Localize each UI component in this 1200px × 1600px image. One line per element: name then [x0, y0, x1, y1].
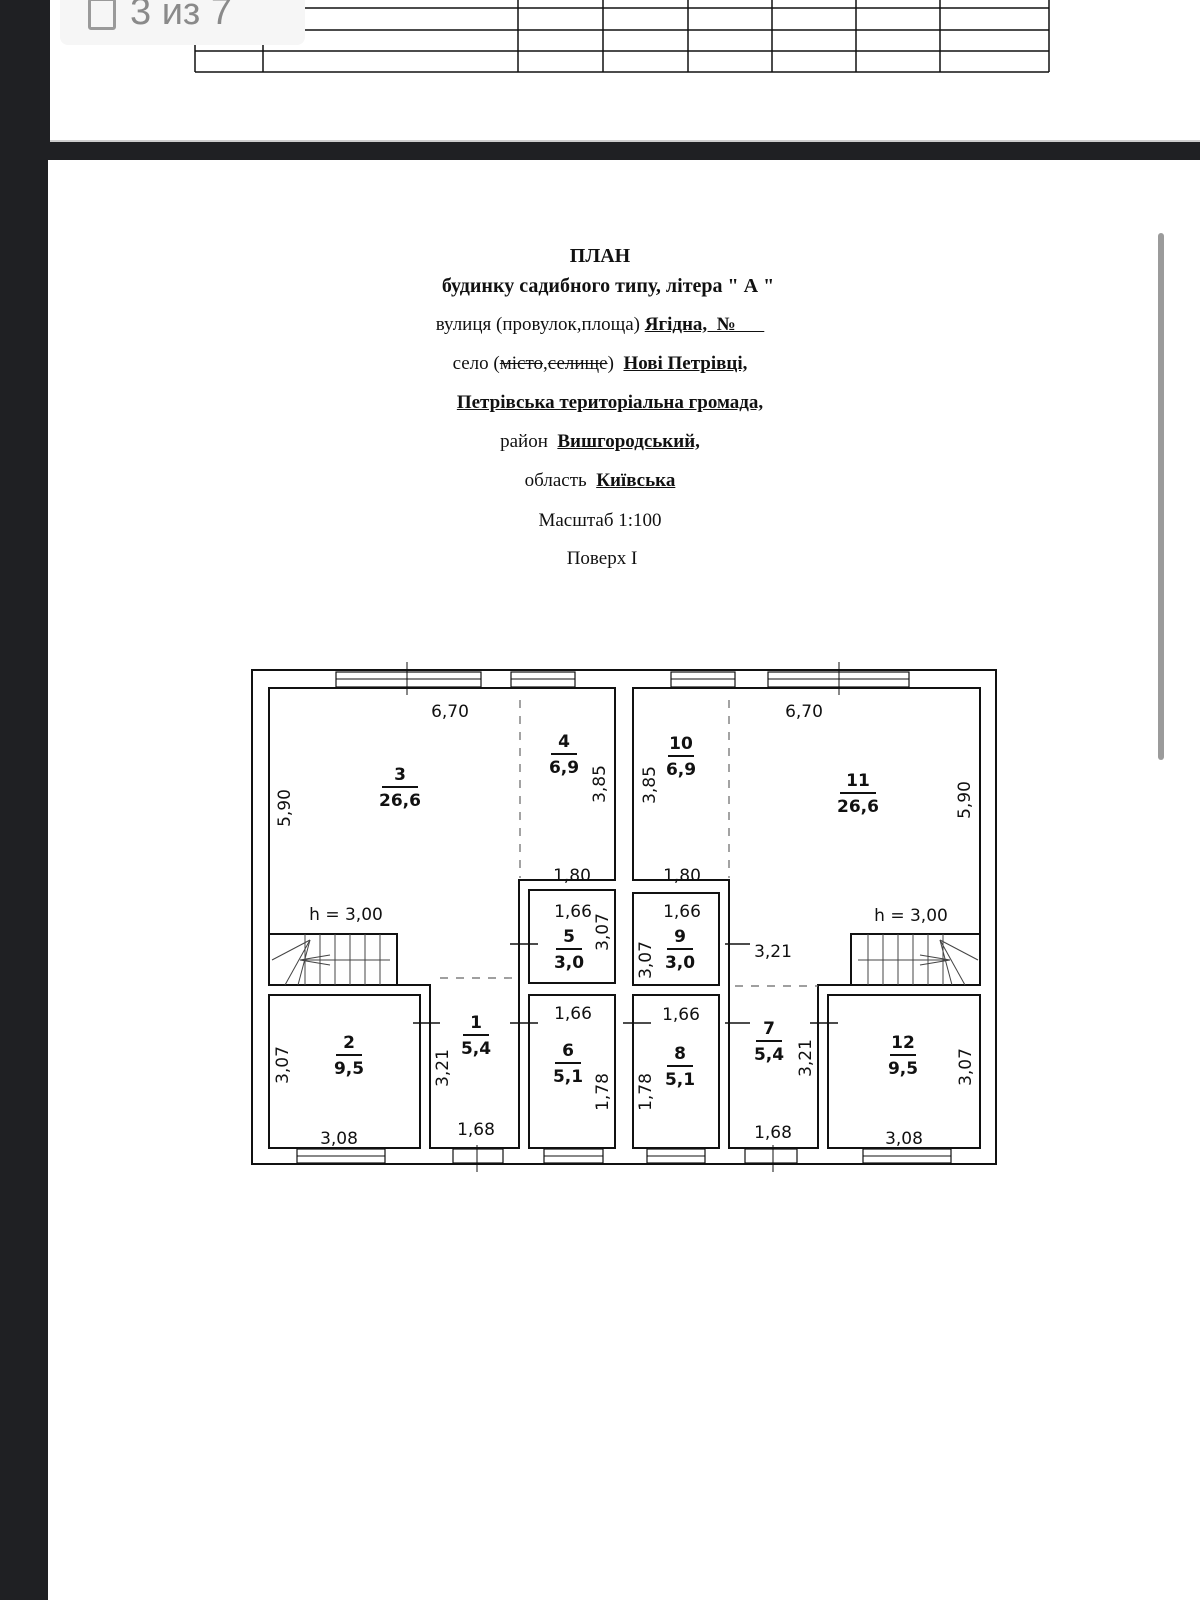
dimension-label: 3,21 [754, 942, 792, 962]
dimension-label: 6,70 [785, 702, 823, 722]
dimension-label: 3,08 [320, 1129, 358, 1149]
dimension-label: 3,85 [640, 766, 660, 804]
dimension-label: 1,66 [554, 1004, 592, 1024]
room-number: 5 [563, 927, 575, 947]
scrollbar[interactable] [1158, 233, 1164, 760]
room-area: 26,6 [837, 797, 879, 817]
room-label: 93,0 [665, 927, 695, 973]
room-label: 15,4 [461, 1013, 491, 1059]
dimension-label: 1,78 [593, 1073, 613, 1111]
page-counter[interactable]: 3 из 7 [60, 0, 305, 45]
window-glazing [297, 662, 951, 1172]
room-area: 5,4 [461, 1039, 491, 1059]
room-label: 65,1 [553, 1041, 583, 1087]
room-number: 6 [562, 1041, 574, 1061]
room-label: 106,9 [666, 734, 696, 780]
room-label: 85,1 [665, 1044, 695, 1090]
room-number: 3 [394, 765, 406, 785]
room-label: 75,4 [754, 1019, 784, 1065]
dimension-label: 3,07 [956, 1048, 976, 1086]
street-value: Ягідна, № [644, 314, 765, 335]
street-line: вулиця (провулок,площа) Ягідна, № [0, 314, 1200, 336]
room-area: 9,5 [334, 1059, 364, 1079]
strike-city: місто [499, 353, 544, 374]
walls [251, 669, 997, 1165]
stairs [271, 934, 979, 986]
room-number: 9 [674, 927, 686, 947]
dimension-label: 3,85 [590, 765, 610, 803]
dimension-label: 1,68 [457, 1120, 495, 1140]
room-label: 29,5 [334, 1033, 364, 1079]
doc-subtitle: будинку садибного типу, літера " А " [441, 275, 775, 297]
dimension-label: 5,90 [275, 789, 295, 827]
village-value: Нові Петрівці, [623, 353, 748, 374]
room-number: 8 [674, 1044, 686, 1064]
dimension-label: 1,80 [663, 866, 701, 886]
dimension-label: 1,66 [662, 1005, 700, 1025]
village-line: село (місто,селище) Нові Петрівці, [0, 353, 1200, 375]
room-area: 3,0 [554, 953, 584, 973]
dimension-label: 3,07 [273, 1046, 293, 1084]
doc-title: ПЛАН [569, 245, 631, 267]
village-close: ) [607, 353, 614, 374]
dimension-label: 3,07 [636, 941, 656, 979]
village-comma: , [543, 353, 548, 374]
previous-page-table [194, 0, 1050, 73]
room-dividers [440, 700, 818, 987]
room-number: 7 [763, 1019, 775, 1039]
room-number: 4 [558, 732, 570, 752]
dimension-label: 5,90 [955, 781, 975, 819]
room-area: 5,1 [553, 1067, 583, 1087]
windows [296, 671, 952, 1164]
room-number: 2 [343, 1033, 355, 1053]
district-line: район Вишгородський, [0, 431, 1200, 453]
district-value: Вишгородський, [557, 431, 700, 452]
room-area: 9,5 [888, 1059, 918, 1079]
dimension-label: 1,78 [636, 1073, 656, 1111]
room-area: 5,1 [665, 1070, 695, 1090]
region-value: Київська [596, 470, 676, 491]
region-line: область Київська [0, 470, 1200, 492]
dimension-label: 1,66 [663, 902, 701, 922]
document-page [48, 160, 1200, 1600]
dimension-label: 3,21 [433, 1049, 453, 1087]
room-number: 10 [669, 734, 693, 754]
dimension-label: h = 3,00 [874, 906, 948, 926]
region-label: область [524, 470, 587, 491]
room-number: 11 [846, 771, 870, 791]
community-value: Петрівська територіальна громада, [456, 392, 764, 413]
page-counter-text: 3 из 7 [130, 0, 233, 33]
room-area: 26,6 [379, 791, 421, 811]
street-label: вулиця (провулок,площа) [435, 314, 640, 335]
room-area: 6,9 [549, 758, 579, 778]
door-marks [413, 943, 838, 1024]
room-label: 129,5 [888, 1033, 918, 1079]
dimension-label: 3,21 [796, 1039, 816, 1077]
room-area: 5,4 [754, 1045, 784, 1065]
room-number: 12 [891, 1033, 915, 1053]
district-label: район [500, 431, 548, 452]
room-area: 6,9 [666, 760, 696, 780]
dimension-label: 1,68 [754, 1123, 792, 1143]
dimension-label: 6,70 [431, 702, 469, 722]
floor-text: Поверх І [566, 548, 638, 569]
room-label: 46,9 [549, 732, 579, 778]
room-number: 1 [470, 1013, 482, 1033]
scale-text: Масштаб 1:100 [538, 510, 662, 531]
room-label: 11 26,6 [837, 771, 879, 817]
room-area: 3,0 [665, 953, 695, 973]
pages-icon [88, 0, 116, 30]
strike-settlement: селище [547, 353, 608, 374]
room-labels: 326,646,953,015,429,565,1106,91126,693,0… [334, 732, 918, 1090]
dimension-label: 3,08 [885, 1129, 923, 1149]
room-label: 326,6 [379, 765, 421, 811]
village-label: село ( [452, 353, 500, 374]
dimension-label: h = 3,00 [309, 905, 383, 925]
dimension-label: 3,07 [593, 913, 613, 951]
dimension-label: 1,66 [554, 902, 592, 922]
community-line: Петрівська територіальна громада, [10, 392, 1200, 414]
room-label: 53,0 [554, 927, 584, 973]
dimension-label: 1,80 [553, 866, 591, 886]
